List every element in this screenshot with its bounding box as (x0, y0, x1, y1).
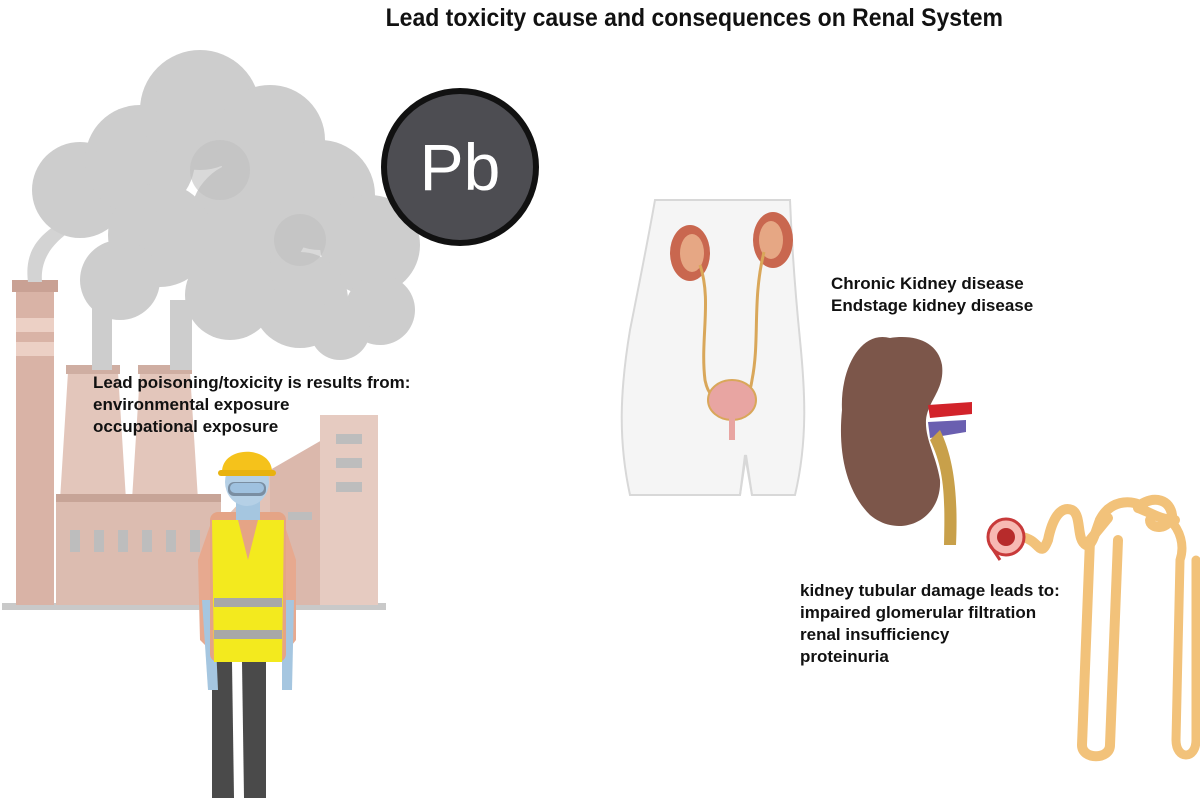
tubular-heading: kidney tubular damage leads to: (800, 581, 1060, 600)
tubular-item: proteinuria (800, 647, 889, 666)
cause-heading: Lead poisoning/toxicity is results from: (93, 373, 411, 392)
disease-label: Chronic Kidney disease Endstage kidney d… (831, 273, 1033, 317)
kidney-illustration (840, 336, 972, 545)
disease-item: Endstage kidney disease (831, 296, 1034, 315)
cause-label: Lead poisoning/toxicity is results from:… (93, 372, 410, 438)
nephron-illustration (1017, 494, 1200, 762)
cause-item: occupational exposure (93, 417, 279, 436)
tubular-item: impaired glomerular filtration (800, 603, 1037, 622)
tubular-label: kidney tubular damage leads to: impaired… (800, 580, 1060, 668)
urinary-system-illustration (620, 199, 806, 496)
cause-item: environmental exposure (93, 395, 290, 414)
factory-illustration (2, 222, 386, 610)
smoke-cloud (32, 50, 420, 370)
disease-item: Chronic Kidney disease (831, 274, 1024, 293)
worker-illustration (198, 451, 296, 798)
tubular-item: renal insufficiency (800, 625, 950, 644)
lead-symbol: Pb (419, 130, 501, 204)
glomerulus-icon (986, 517, 1026, 561)
lead-element-badge (381, 88, 539, 246)
page-title: Lead toxicity cause and consequences on … (385, 4, 1003, 32)
